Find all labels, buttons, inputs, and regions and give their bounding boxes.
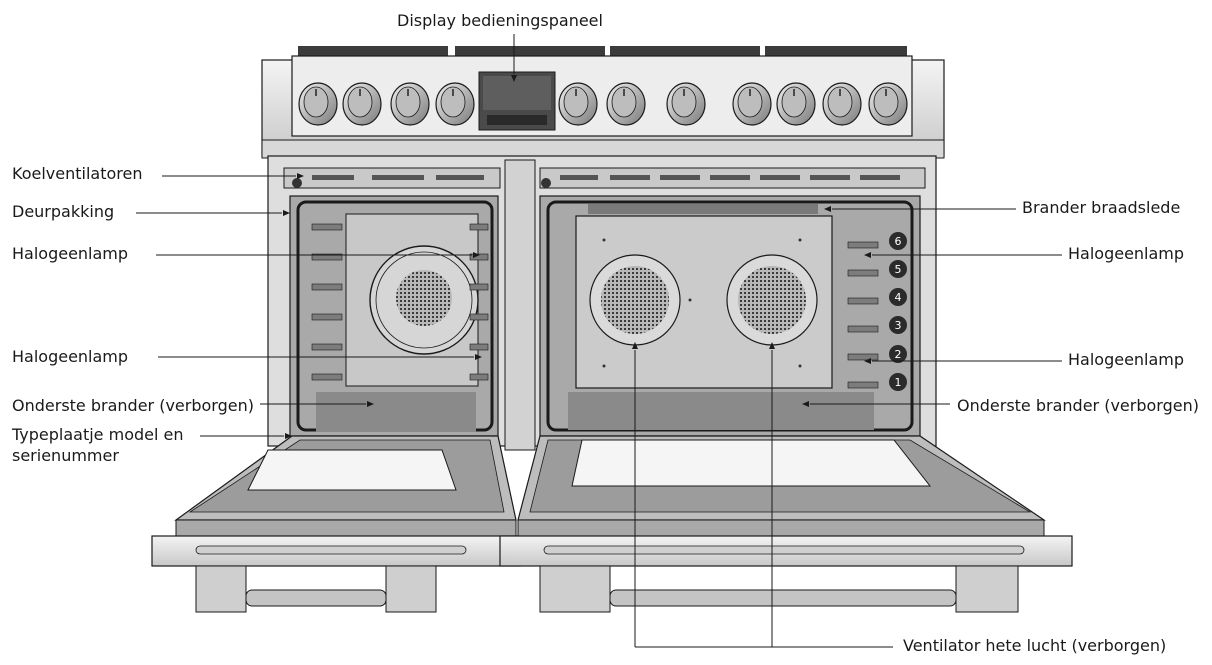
left-oven-racks [311, 223, 489, 381]
label-halogen-right-bottom: Halogeenlamp [1068, 350, 1185, 369]
right-oven-cavity [539, 195, 921, 437]
leader-lines [136, 34, 1062, 648]
rack-rail [311, 283, 343, 291]
knob [868, 82, 908, 126]
rack-number: 3 [895, 319, 902, 332]
rack-position-numbers: 6 5 4 3 2 1 [889, 232, 907, 391]
rack-badge: 6 [889, 232, 907, 250]
leader-arrow [473, 252, 480, 258]
rack-badge: 2 [889, 345, 907, 363]
label-door-seal: Deurpakking [12, 202, 115, 221]
rack-rail [469, 343, 489, 351]
label-display-panel: Display bedieningspaneel [397, 11, 603, 30]
leader-arrow [632, 342, 638, 349]
rack-rail [847, 325, 879, 333]
knob [390, 82, 430, 126]
rack-rail [469, 373, 489, 381]
label-bottom-burner-left: Onderste brander (verborgen) [12, 396, 254, 415]
knob [435, 82, 475, 126]
leader-arrow [864, 252, 871, 258]
leader-arrow [802, 401, 809, 407]
leader-arrow [283, 210, 290, 216]
rack-badge: 4 [889, 288, 907, 306]
control-knobs [298, 82, 908, 126]
label-halogen-right-top: Halogeenlamp [1068, 244, 1185, 263]
leader-arrow [285, 433, 292, 439]
knob [558, 82, 598, 126]
rack-rail [311, 373, 343, 381]
rack-number: 6 [895, 235, 902, 248]
label-halogen-left-top: Halogeenlamp [12, 244, 129, 263]
knob [666, 82, 706, 126]
knob [776, 82, 816, 126]
label-type-plate-line2: serienummer [12, 446, 119, 465]
knob [822, 82, 862, 126]
knob [298, 82, 338, 126]
rack-rail [311, 313, 343, 321]
rack-badge: 5 [889, 260, 907, 278]
rack-rail [847, 297, 879, 305]
rack-rail [847, 381, 879, 389]
rack-rail [469, 223, 489, 231]
label-halogen-left-bottom: Halogeenlamp [12, 347, 129, 366]
label-bottom-burner-right: Onderste brander (verborgen) [957, 396, 1199, 415]
display-screen [478, 71, 556, 131]
rack-number: 2 [895, 348, 902, 361]
rack-rail [847, 353, 879, 361]
knob [606, 82, 646, 126]
cooktop-grates [298, 46, 907, 56]
rack-rail [469, 283, 489, 291]
rack-number: 1 [895, 376, 902, 389]
rack-rail [469, 313, 489, 321]
cooling-vents-right [539, 167, 926, 189]
leader-arrow [769, 342, 775, 349]
left-oven-door [151, 435, 521, 613]
rack-badge: 1 [889, 373, 907, 391]
cooling-vents-left [283, 167, 501, 189]
label-type-plate-line1: Typeplaatje model en [12, 425, 184, 444]
leader-arrow [864, 358, 871, 364]
rack-rail [311, 223, 343, 231]
knob [342, 82, 382, 126]
leader-arrow [511, 75, 517, 82]
rack-rail [311, 343, 343, 351]
rack-rail [311, 253, 343, 261]
label-convection-fan: Ventilator hete lucht (verborgen) [903, 636, 1167, 655]
label-broil-burner: Brander braadslede [1022, 198, 1181, 217]
rack-number: 5 [895, 263, 902, 276]
rack-number: 4 [895, 291, 902, 304]
leader-arrow [297, 173, 304, 179]
right-oven-door [499, 435, 1073, 613]
rack-rail [847, 241, 879, 249]
leader-arrow [367, 401, 374, 407]
leader-arrow [824, 206, 831, 212]
label-cooling-fans: Koelventilatoren [12, 164, 143, 183]
rack-rail [847, 269, 879, 277]
right-oven-racks [847, 241, 879, 389]
leader-arrow [475, 354, 482, 360]
knob [732, 82, 772, 126]
rack-badge: 3 [889, 316, 907, 334]
rack-rail [469, 253, 489, 261]
